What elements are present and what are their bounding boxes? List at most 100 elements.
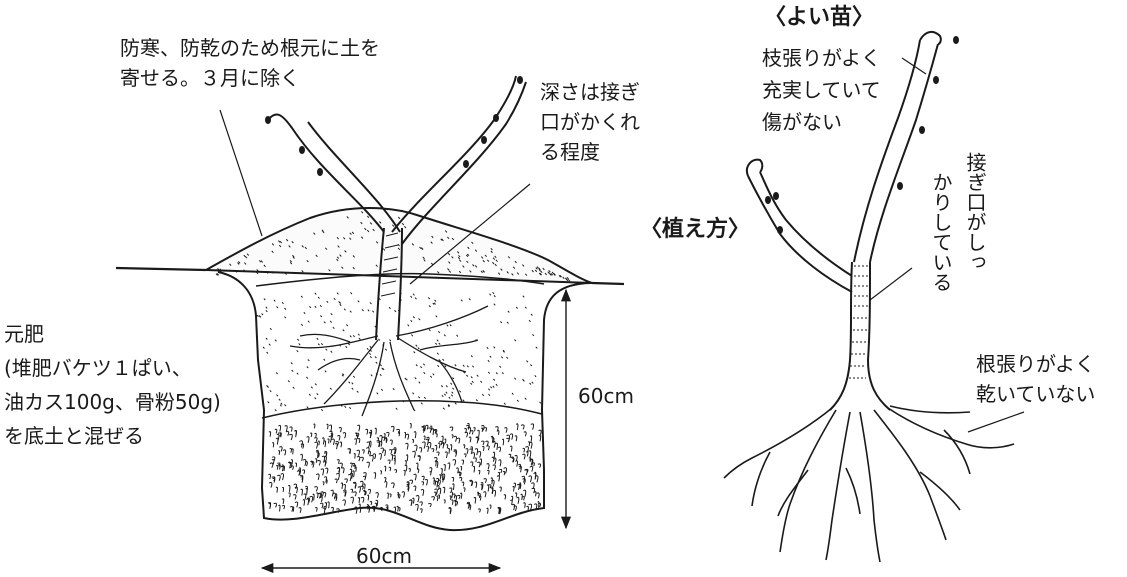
soil-dot [275,409,276,411]
fertilizer-mark [430,472,431,476]
soil-dot [525,398,526,400]
soil-dot [268,401,269,403]
fertilizer-mark [451,500,453,505]
fertilizer-mark [434,430,436,433]
fertilizer-mark [415,504,418,510]
fertilizer-mark [386,432,389,436]
soil-dot [507,357,508,359]
soil-dot [380,365,381,367]
fertilizer-mark [405,443,408,449]
fertilizer-mark [297,471,300,476]
fertilizer-mark [529,451,531,458]
fertilizer-mark [368,489,371,493]
fertilizer-mark [475,449,478,456]
fertilizer-mark [278,425,280,431]
soil-dot [358,301,359,303]
fertilizer-mark [290,427,293,432]
fertilizer-mark [343,433,346,439]
fertilizer-mark [420,502,423,506]
soil-dot [326,349,327,351]
soil-dot [352,383,353,385]
fertilizer-mark [521,494,523,500]
fertilizer-mark [310,433,312,437]
fertilizer-mark [481,428,483,432]
fertilizer-mark [353,492,356,496]
fertilizer-mark [315,508,317,512]
fertilizer-mark [358,438,360,442]
soil-dot [257,315,258,317]
soil-dot [266,310,267,312]
fertilizer-mark [391,454,393,460]
fertilizer-mark [294,431,296,438]
fertilizer-mark [522,454,525,459]
mound-leader [220,110,262,236]
fertilizer-mark [487,464,489,469]
fertilizer-mark [439,475,440,480]
soil-dot [353,335,354,337]
soil-dot [288,380,289,382]
soil-dot [299,343,300,345]
soil-dot [330,321,331,323]
fertilizer-mark [483,492,486,497]
fertilizer-mark [389,450,392,454]
fertilizer-mark [464,428,466,432]
soil-dot [370,303,371,305]
soil-dot [469,299,470,301]
fertilizer-mark [419,448,422,453]
fertilizer-mark [283,450,286,455]
soil-dot [433,374,434,376]
fertilizer-mark [388,460,391,464]
depth-dimension-label: 60cm [578,380,634,412]
fertilizer-mark [426,446,428,452]
soil-dot [494,347,495,349]
fertilizer-mark [381,448,384,453]
soil-dot [340,304,341,306]
fertilizer-mark [490,505,491,509]
fertilizer-mark [389,467,391,471]
soil-dot [439,343,440,345]
fertilizer-mark [469,437,471,442]
fertilizer-mark [277,475,280,480]
fertilizer-mark [315,442,318,448]
fertilizer-mark [448,448,449,453]
depth-note-line2: 口がかくれ [540,106,640,138]
soil-dot [415,298,416,300]
soil-dot [472,381,473,383]
soil-dot [457,335,458,337]
fertilizer-mark [337,435,340,440]
soil-dot [349,382,350,384]
fertilizer-mark [342,468,344,473]
fertilizer-mark [515,493,517,497]
soil-dot [496,384,497,386]
fertilizer-mark [314,438,317,442]
soil-dot [368,310,369,312]
fertilizer-mark [414,486,416,491]
soil-dot [423,364,424,366]
soil-dot [269,344,270,346]
fertilizer-mark [344,479,347,483]
soil-dot [515,378,516,380]
soil-dot [419,382,420,384]
soil-dot [309,394,310,396]
soil-dot [443,359,444,361]
soil-dot [493,379,494,381]
fertilizer-mark [465,432,468,437]
soil-dot [275,340,276,342]
soil-dot [408,325,409,327]
fertilizer-mark [397,506,398,511]
fertilizer-mark [446,445,447,449]
soil-dot [496,373,497,375]
fertilizer-mark [498,447,500,452]
fertilizer-mark [276,438,278,444]
soil-dot [501,357,502,359]
fertilizer-mark [380,471,381,475]
soil-dot [437,353,438,355]
soil-dot [324,322,325,324]
fertilizer-mark [416,495,419,502]
fertilizer-mark [367,462,370,468]
soil-dot [494,295,495,297]
good-seedling-title: 〈よい苗〉 [764,2,874,34]
fertilizer-mark [524,432,526,437]
fertilizer-mark [335,443,337,449]
soil-dot [453,388,454,390]
